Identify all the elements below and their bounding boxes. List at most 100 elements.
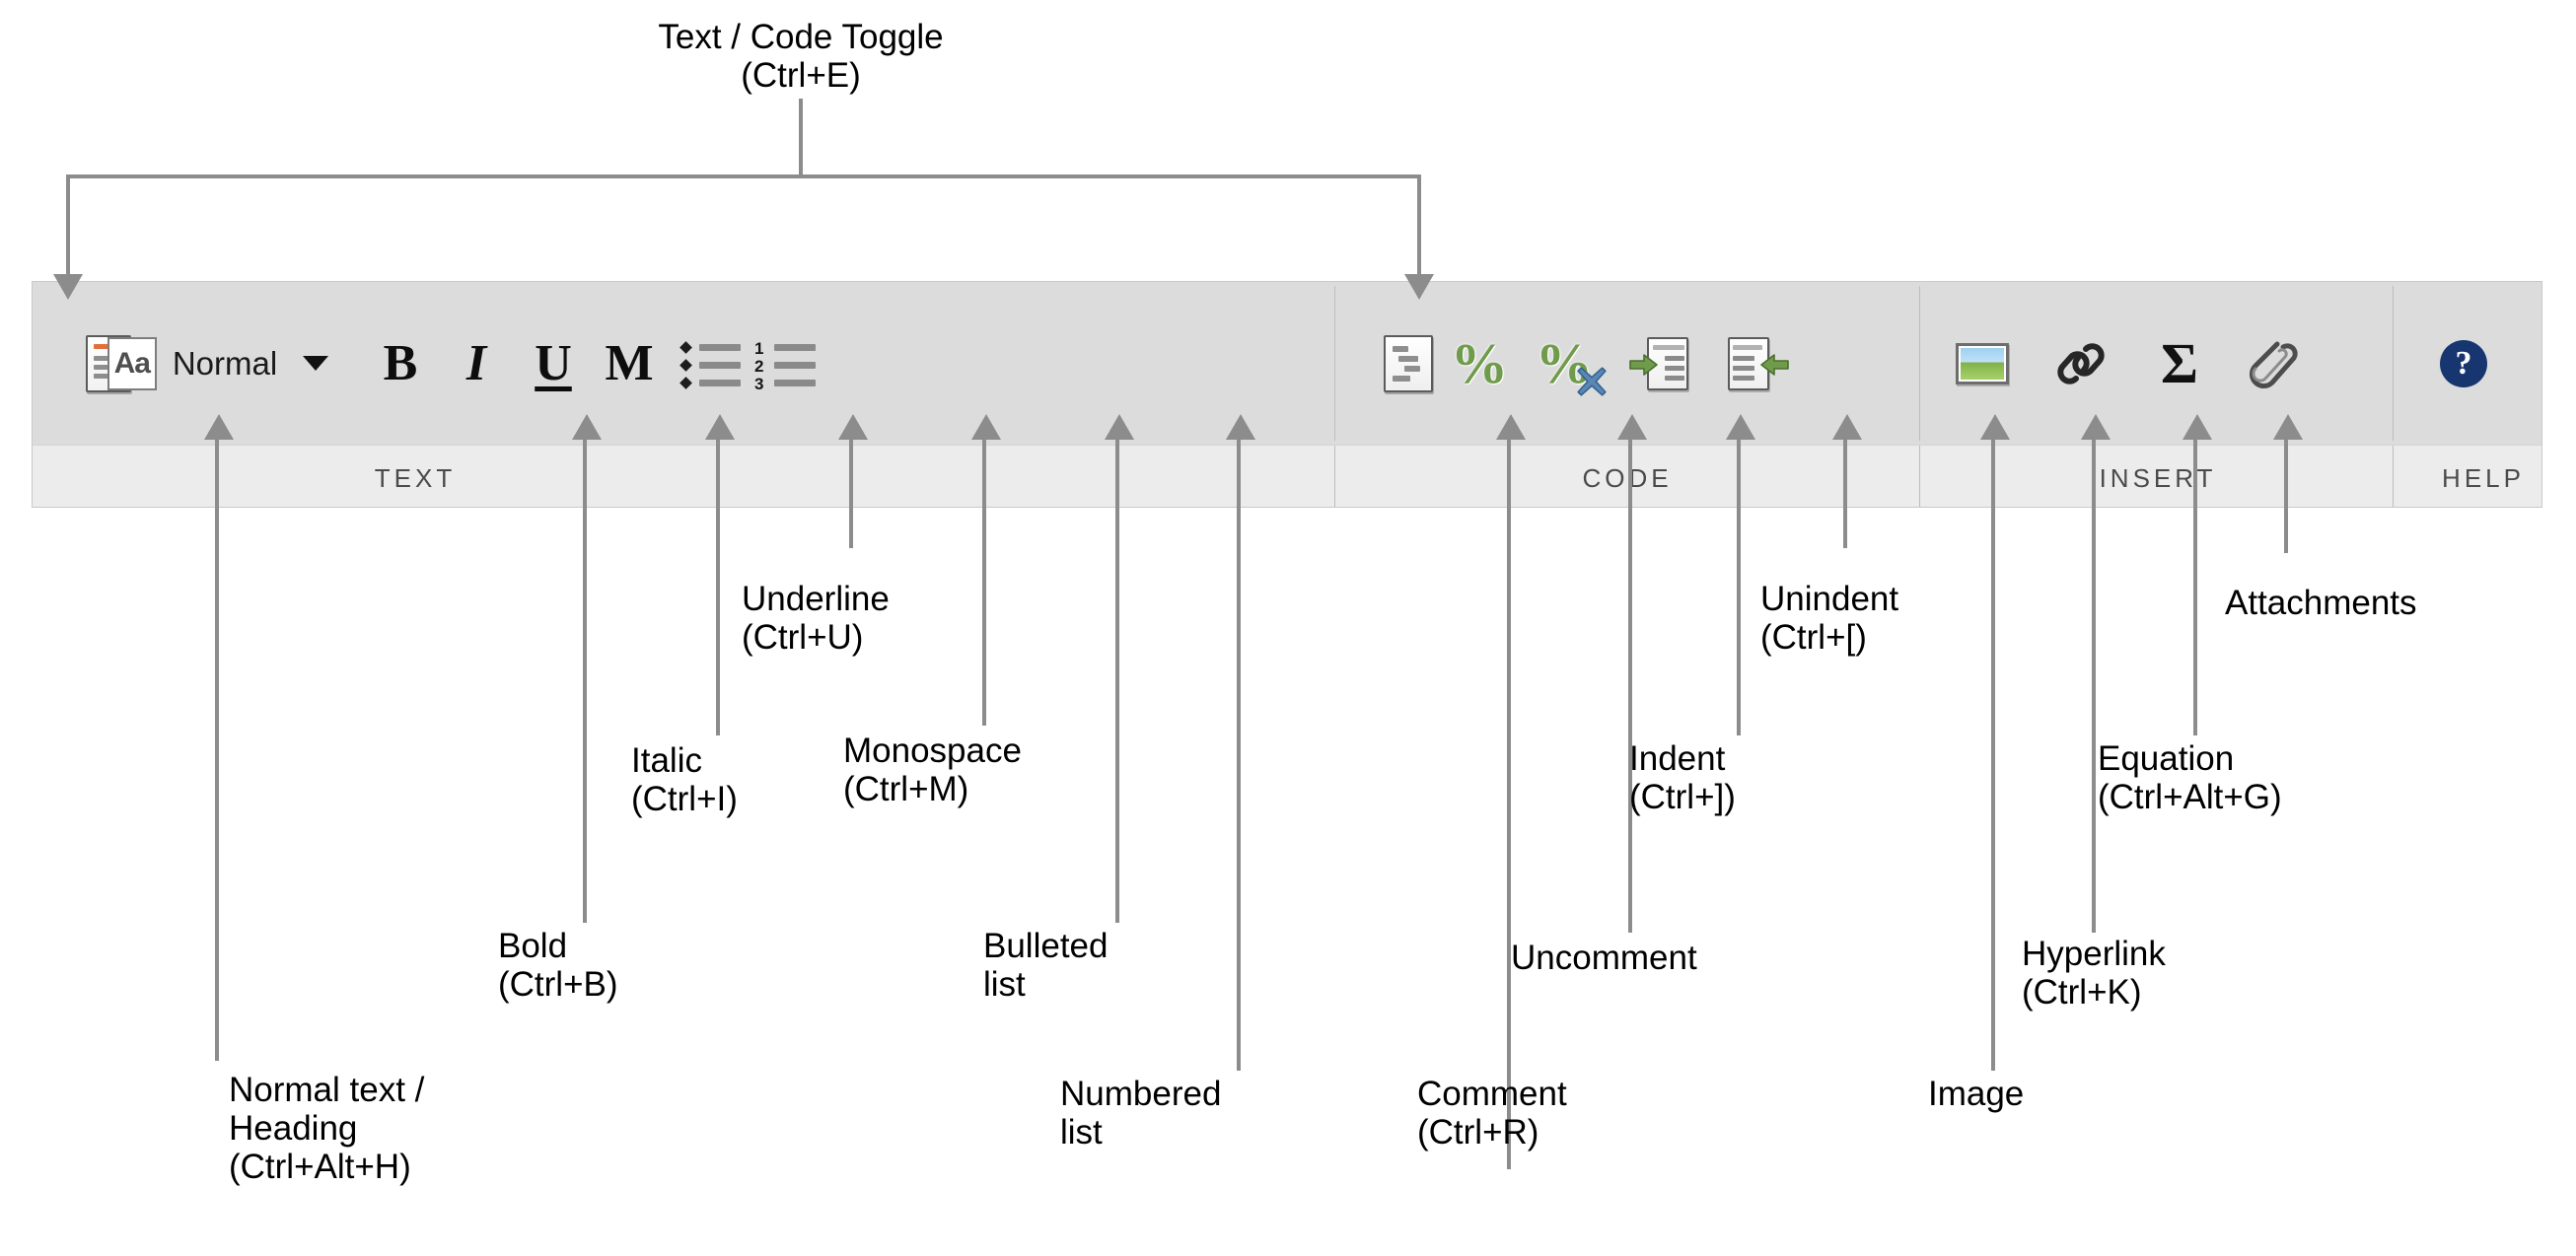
arrow-left-icon	[1760, 353, 1789, 376]
callout-underline: Underline (Ctrl+U)	[742, 580, 890, 658]
style-dropdown[interactable]: Aa Normal	[95, 282, 341, 445]
style-dropdown-value: Normal	[172, 344, 278, 382]
equation-button[interactable]: Σ	[2161, 282, 2198, 445]
divider-text-code	[1334, 286, 1335, 441]
leader-monospace	[982, 440, 986, 726]
toolbar-group-label-band: TEXT CODE INSERT HELP	[33, 445, 2541, 507]
callout-attachments: Attachments	[2225, 584, 2417, 622]
leader-attachments	[2284, 440, 2288, 553]
list-number-1: 1	[754, 338, 764, 358]
comment-button[interactable]: %	[1451, 282, 1508, 445]
code-mode-page-button[interactable]	[1384, 282, 1433, 445]
leader-image	[1991, 440, 1995, 1071]
leader-hyperlink	[2092, 440, 2096, 933]
image-icon	[1956, 342, 2009, 384]
hyperlink-icon	[2057, 342, 2105, 384]
arrow-tip-image	[1980, 414, 2010, 440]
arrow-tip-bold	[572, 414, 602, 440]
callout-comment: Comment (Ctrl+R)	[1417, 1075, 1567, 1152]
callout-text-code-toggle: Text / Code Toggle(Ctrl+E)	[604, 18, 998, 95]
arrow-tip-italic	[705, 414, 735, 440]
uncomment-button[interactable]: %	[1536, 282, 1607, 445]
leader-toggle-bracket	[66, 174, 1421, 178]
arrow-tip-indent	[1726, 414, 1755, 440]
aa-icon: Aa	[107, 336, 157, 390]
chevron-down-icon	[303, 356, 329, 371]
numbered-list-button[interactable]: 1 2 3	[754, 282, 816, 445]
divider-insert-help	[2393, 286, 2394, 441]
arrow-tip-normal-text	[204, 414, 234, 440]
divider-label-code-insert	[1919, 446, 1920, 507]
leader-bold	[583, 440, 587, 923]
arrow-tip-equation	[2182, 414, 2212, 440]
callout-numbered-list: Numbered list	[1060, 1075, 1222, 1152]
callout-bold: Bold (Ctrl+B)	[498, 927, 618, 1005]
monospace-icon: M	[605, 334, 654, 391]
arrow-tip-bulleted-list	[1105, 414, 1134, 440]
leader-indent	[1737, 440, 1741, 735]
divider-label-text-code	[1334, 446, 1335, 507]
italic-icon: I	[465, 334, 487, 391]
leader-toggle-stem	[799, 99, 803, 177]
arrow-tip-toggle-left	[53, 274, 83, 300]
image-button[interactable]	[1956, 282, 2009, 445]
arrow-tip-underline	[838, 414, 868, 440]
indent-icon	[1629, 336, 1688, 390]
comment-icon: %	[1451, 330, 1508, 395]
callout-normal-text-heading: Normal text / Heading (Ctrl+Alt+H)	[229, 1071, 425, 1187]
callout-equation: Equation (Ctrl+Alt+G)	[2098, 739, 2282, 817]
numbered-list-icon: 1 2 3	[754, 338, 816, 393]
leader-underline	[849, 440, 853, 548]
divider-label-insert-help	[2393, 446, 2394, 507]
arrow-tip-unindent	[1832, 414, 1862, 440]
equation-icon: Σ	[2161, 330, 2198, 395]
leader-uncomment	[1628, 440, 1632, 933]
group-label-help: HELP	[2442, 463, 2525, 493]
bulleted-list-button[interactable]	[680, 282, 741, 445]
x-mark-icon	[1577, 366, 1607, 396]
list-number-2: 2	[754, 356, 764, 376]
monospace-button[interactable]: M	[605, 282, 653, 445]
leader-unindent	[1843, 440, 1847, 548]
callout-hyperlink: Hyperlink (Ctrl+K)	[2022, 935, 2166, 1012]
code-mode-page-icon	[1384, 334, 1433, 392]
callout-uncomment: Uncomment	[1511, 939, 1697, 977]
callout-image: Image	[1928, 1075, 2025, 1113]
underline-button[interactable]: U	[535, 282, 572, 445]
callout-unindent: Unindent (Ctrl+[)	[1760, 580, 1899, 658]
unindent-button[interactable]	[1728, 282, 1789, 445]
callout-text-code-toggle-line1: Text / Code Toggle	[658, 18, 944, 56]
leader-italic	[716, 440, 720, 735]
hyperlink-button[interactable]	[2053, 282, 2109, 445]
arrow-tip-numbered-list	[1226, 414, 1255, 440]
bulleted-list-icon	[680, 338, 741, 389]
attachments-icon	[2250, 341, 2298, 388]
list-number-3: 3	[754, 374, 764, 393]
toolbar-icon-row: Aa Normal B I U M 1 2	[33, 282, 2541, 445]
bold-icon: B	[383, 334, 418, 391]
arrow-tip-hyperlink	[2081, 414, 2111, 440]
attachments-button[interactable]	[2247, 282, 2300, 445]
percent-glyph: %	[1536, 330, 1593, 395]
leader-toggle-left-drop	[66, 174, 70, 281]
help-icon: ?	[2440, 339, 2487, 387]
uncomment-icon: %	[1536, 334, 1607, 396]
italic-button[interactable]: I	[466, 282, 486, 445]
leader-numbered-list	[1237, 440, 1241, 1071]
arrow-right-icon	[1629, 353, 1658, 376]
leader-bulleted-list	[1115, 440, 1119, 923]
unindent-icon	[1728, 336, 1789, 390]
arrow-tip-attachments	[2273, 414, 2303, 440]
group-label-code: CODE	[1582, 463, 1673, 493]
indent-button[interactable]	[1629, 282, 1688, 445]
callout-indent: Indent (Ctrl+])	[1629, 739, 1736, 817]
leader-equation	[2193, 440, 2197, 735]
leader-toggle-right-drop	[1417, 174, 1421, 281]
leader-normal-text	[215, 440, 219, 1061]
leader-comment	[1507, 440, 1511, 1169]
arrow-tip-monospace	[971, 414, 1001, 440]
help-button[interactable]: ?	[2440, 282, 2487, 445]
callout-text-code-toggle-line2: (Ctrl+E)	[741, 56, 861, 96]
bold-button[interactable]: B	[384, 282, 418, 445]
